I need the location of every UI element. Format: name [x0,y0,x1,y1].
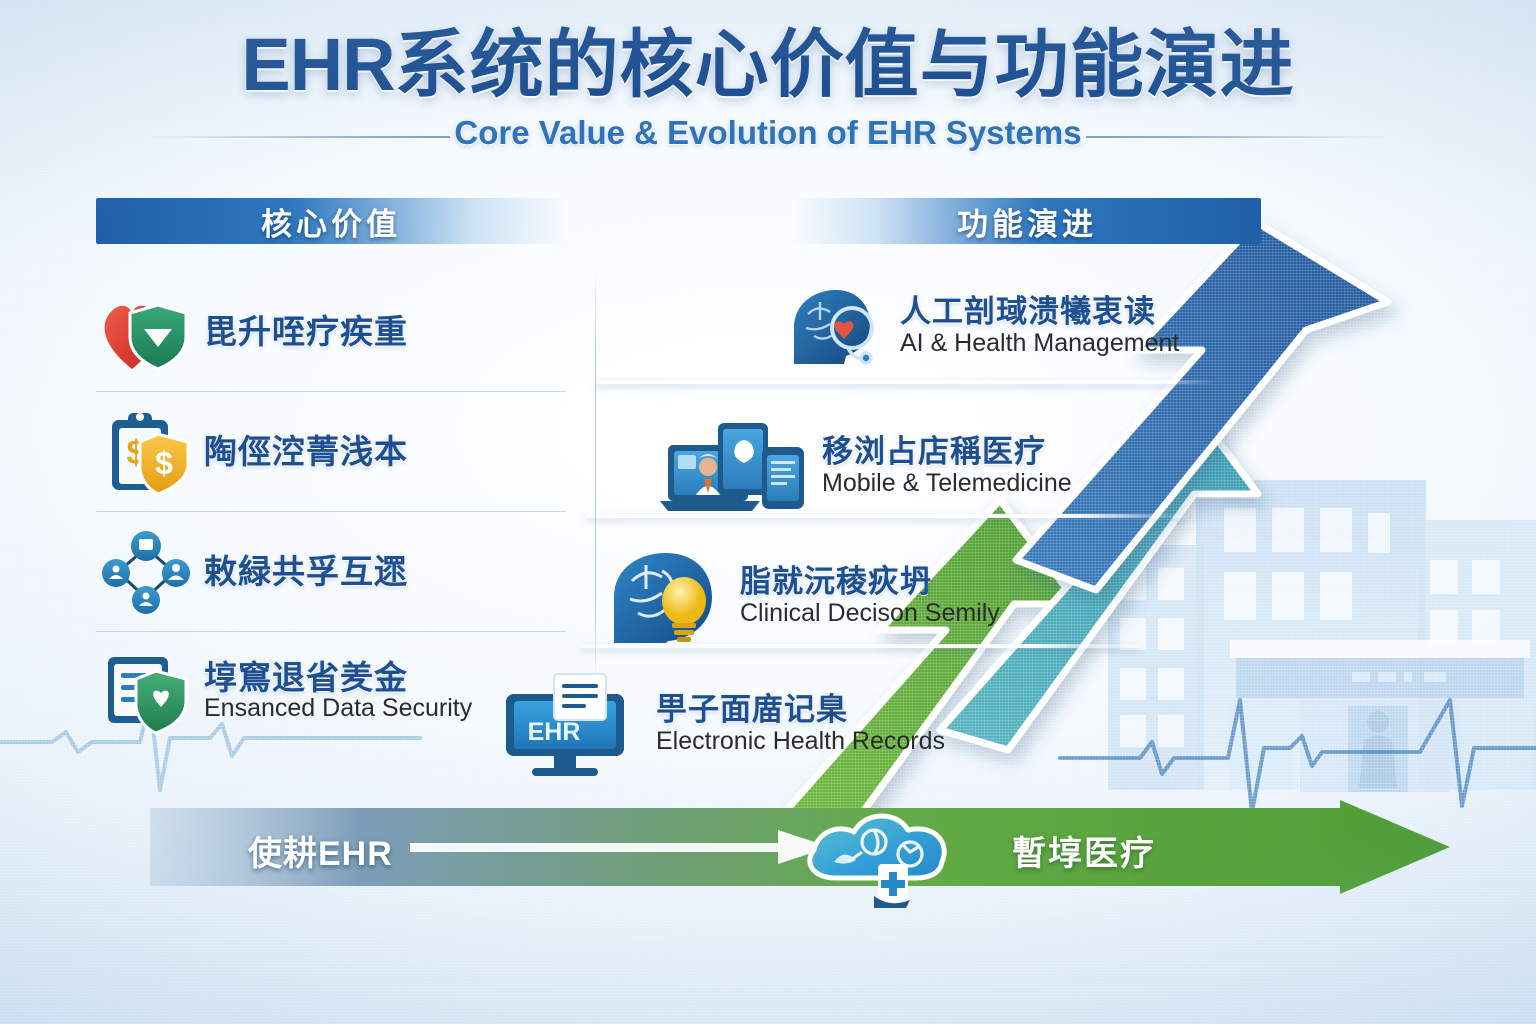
column-divider [595,268,596,688]
list-item-subtitle: Clinical Decison Semily [740,599,1000,628]
list-item-text: 人工剖琙溃犧衷读 AI & Health Management [900,293,1180,359]
list-item-text: 甼子面庿记臬 Electronic Health Records [656,691,946,757]
core-values-list: 毘升咥疗疾重 $ $ 陶俓涳菁浅本 [96,272,566,751]
list-item-subtitle: AI & Health Management [900,329,1180,358]
medical-record-card-icon [874,864,910,908]
data-sharing-network-icon [96,524,196,620]
shelf-divider [596,380,1216,384]
list-item[interactable]: 敕緑共孚互遝 [96,511,566,631]
devices-telemedicine-icon [656,417,808,517]
list-item[interactable]: 移浏占店稱医疗 Mobile & Telemedicine [656,417,1072,517]
ehr-badge-text: EHR [528,718,581,746]
list-item[interactable]: EHR 甼子面庿记臬 Electronic Health Records [492,672,945,778]
list-item-subtitle: Ensanced Data Security [204,694,473,723]
list-item-title: 毘升咥疗疾重 [204,313,408,351]
list-item-text: 陶俓涳菁浅本 [204,433,408,471]
list-item-title: 埻窵退省羑金 [204,658,408,696]
list-item-title: 移浏占店稱医疗 [822,433,1046,469]
list-item-text: 移浏占店稱医疗 Mobile & Telemedicine [822,433,1072,499]
timeline-right-label: 暫埻医疗 [1012,835,1156,873]
subtitle-rule-left [150,135,450,138]
band-background-left [96,198,566,244]
clipboard-dollar-shield-icon: $ $ [96,404,196,500]
list-item[interactable]: 埻窵退省羑金 Ensanced Data Security [96,631,566,751]
list-item[interactable]: 毘升咥疗疾重 [96,272,566,391]
shelf-divider [586,514,1186,518]
arrow-blue [1012,218,1392,594]
list-item-text: 埻窵退省羑金 Ensanced Data Security [204,658,473,723]
timeline-band [150,800,1450,894]
list-item-subtitle: Electronic Health Records [656,727,946,756]
list-item-title: 陶俓涳菁浅本 [204,433,408,471]
timeline-left-label: 使耕EHR [248,835,393,873]
page-subtitle: Core Value & Evolution of EHR Systems [454,113,1082,151]
evolution-label: 功能演进 [957,206,1097,242]
list-item[interactable]: 脂就沅稜疢坍 Clinical Decison Semily [606,547,1000,647]
inner-arrow-icon [410,830,830,864]
list-item-title: 人工剖琙溃犧衷读 [900,293,1156,329]
list-item-text: 脂就沅稜疢坍 Clinical Decison Semily [740,563,1000,629]
svg-text:$: $ [155,445,173,481]
list-item-text: 毘升咥疗疾重 [204,313,408,351]
shelf-divider [580,644,1140,648]
list-item-text: 敕緑共孚互遝 [204,553,408,591]
brain-lightbulb-icon [606,547,726,647]
subtitle-rule-right [1086,135,1386,138]
cloud-health-icon [807,813,947,908]
evolution-list: 人工剖琙溃犧衷读 AI & Health Management [506,262,1296,822]
list-item-title: 脂就沅稜疢坍 [740,563,932,599]
list-item[interactable]: $ $ 陶俓涳菁浅本 [96,391,566,511]
title-prefix: EHR [241,23,395,106]
list-item-title: 敕緑共孚互遝 [204,553,408,591]
title-block: EHR系统的核心价值与功能演进 Core Value & Evolution o… [0,26,1536,158]
ai-brain-stethoscope-icon [786,284,886,370]
timeline-arrow: 使耕EHR 暫埻医疗 [150,800,1450,908]
core-value-label: 核心价值 [261,206,401,242]
ehr-monitor-icon: EHR [492,672,642,778]
band-background-right [793,198,1261,244]
list-item-subtitle: Mobile & Telemedicine [822,469,1072,498]
list-item-title: 甼子面庿记臬 [656,691,848,727]
document-shield-icon [96,644,196,740]
section-header-evolution: 功能演进 [793,198,1261,244]
section-header-core-value: 核心价值 [96,198,566,244]
heart-shield-icon [96,284,196,380]
page-title: EHR系统的核心价值与功能演进 [0,26,1536,104]
subtitle-row: Core Value & Evolution of EHR Systems [0,114,1536,158]
list-item[interactable]: 人工剖琙溃犧衷读 AI & Health Management [786,284,1179,370]
title-main: 系统的核心价值与功能演进 [394,23,1295,106]
